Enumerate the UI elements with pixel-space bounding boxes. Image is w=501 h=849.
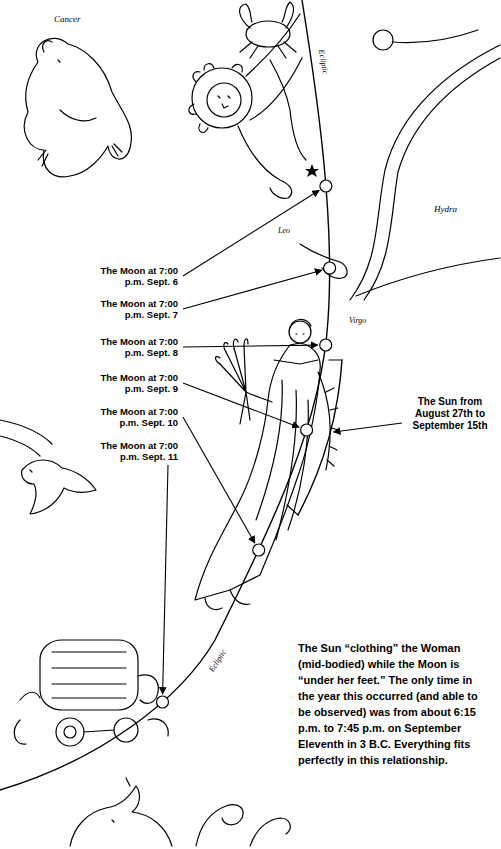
- moon-callout: The Moon at 7:00 p.m. Sept. 6: [86, 265, 180, 287]
- constellation-name: Virgo: [347, 316, 368, 326]
- ecliptic-line: [0, 0, 330, 790]
- constellation-name: Leo: [276, 226, 292, 236]
- altar-figure: [64, 726, 76, 738]
- lion-figure: [270, 60, 306, 160]
- scorpion-figure: [196, 805, 290, 846]
- lion-figure: [207, 83, 241, 117]
- bird-figure: [22, 460, 96, 514]
- moon-position: [301, 424, 313, 436]
- ecliptic-name: Ecliptic: [316, 47, 331, 77]
- bear-figure: [24, 38, 131, 177]
- moon-position: [157, 696, 169, 708]
- hydra-figure: [350, 45, 500, 300]
- lion-figure: [300, 244, 347, 278]
- branch-figure: [318, 372, 339, 470]
- constellation-name: Cancer: [52, 14, 83, 25]
- moon-leader-arrow: [183, 345, 318, 347]
- moon-callout: The Moon at 7:00 p.m. Sept. 11: [86, 440, 180, 462]
- hydra-figure: [364, 58, 500, 300]
- moon-leader-arrow: [183, 190, 319, 276]
- lion-figure: [192, 68, 252, 128]
- moon-leader-arrow: [163, 465, 168, 694]
- beast-figure: [70, 786, 172, 846]
- hydra-figure: [393, 30, 478, 43]
- constellation-name: Hydra: [432, 204, 459, 215]
- virgo-figure: [205, 590, 250, 610]
- lion-figure: [238, 14, 302, 198]
- note-text: The Sun “clothing” the Woman (mid-bodied…: [296, 640, 492, 768]
- figure-detail: [0, 420, 52, 456]
- hydra-head: [373, 30, 393, 50]
- moon-callout: The Moon at 7:00 p.m. Sept. 10: [86, 406, 180, 428]
- moon-position: [253, 544, 265, 556]
- wheat-figure: [216, 339, 249, 364]
- crab-figure: [246, 21, 290, 47]
- altar-figure: [14, 675, 168, 744]
- altar-figure: [114, 718, 138, 742]
- sun-callout: The Sun from August 27th to September 15…: [405, 396, 495, 432]
- moon-leader-arrow: [183, 383, 299, 427]
- altar-figure: [40, 640, 138, 710]
- moon-position: [324, 262, 336, 274]
- moon-callout: The Moon at 7:00 p.m. Sept. 7: [86, 298, 180, 320]
- moon-leader-arrow: [183, 270, 322, 309]
- sun-band-line: [298, 360, 342, 515]
- lion-figure: [189, 64, 242, 133]
- moon-position: [320, 180, 332, 192]
- moon-position: [320, 339, 332, 351]
- sun-leader-arrow: [334, 423, 402, 432]
- moon-leader-arrow: [183, 417, 255, 543]
- virgo-figure: [290, 319, 311, 334]
- wheat-figure: [220, 346, 250, 424]
- bear-figure: [38, 41, 122, 166]
- star-symbol: [305, 164, 319, 177]
- altar-figure: [52, 652, 126, 698]
- crab-figure: [240, 2, 296, 58]
- altar-figure: [56, 718, 84, 746]
- ecliptic-name: Ecliptic: [206, 646, 230, 676]
- virgo-figure: [246, 360, 318, 540]
- hydra-figure: [356, 258, 500, 296]
- virgo-figure: [289, 321, 311, 343]
- moon-callout: The Moon at 7:00 p.m. Sept. 8: [86, 336, 180, 358]
- beast-figure: [112, 778, 130, 822]
- moon-callout: The Moon at 7:00 p.m. Sept. 9: [86, 372, 180, 394]
